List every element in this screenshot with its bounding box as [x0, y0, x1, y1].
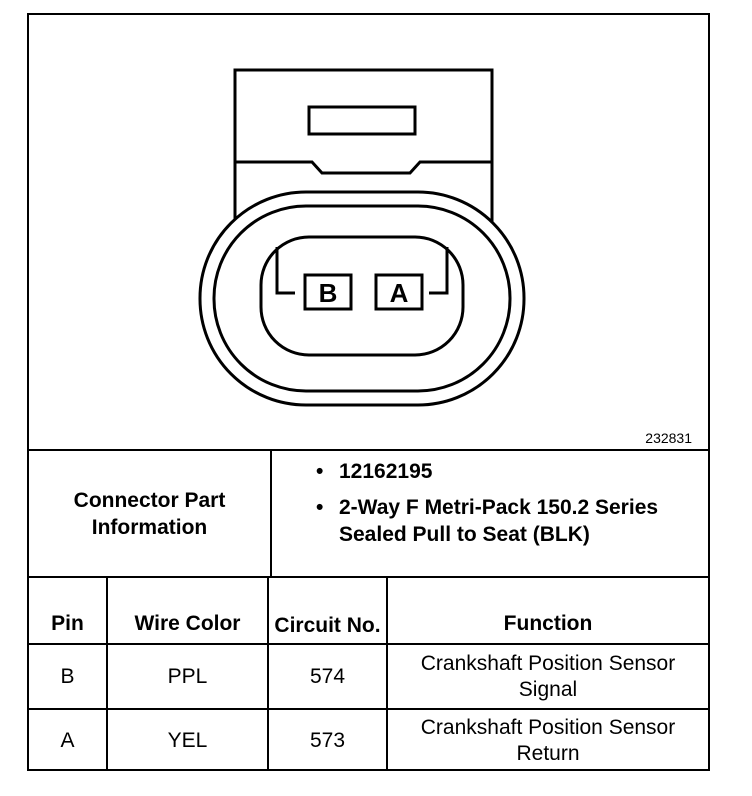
cavity-left-key [275, 247, 295, 295]
header-circuit-no: Circuit No. [274, 614, 381, 637]
header-wire-color: Wire Color [134, 612, 241, 635]
header-function: Function [503, 612, 593, 635]
connector-housing-outline [233, 68, 494, 250]
figure-number: 232831 [645, 430, 692, 446]
row-a-function: Crankshaft Position Sensor Return [420, 715, 676, 765]
wire-column-divider [267, 576, 269, 771]
info-row-bottom-border [29, 576, 708, 578]
connector-description: 2-Way F Metri-Pack 150.2 Series Sealed P… [314, 494, 704, 548]
connector-part-info-list: 12162195 2-Way F Metri-Pack 150.2 Series… [314, 458, 704, 557]
locking-tab [307, 105, 417, 136]
header-row-bottom-border [29, 643, 708, 645]
row-a-circuit-no: 573 [309, 728, 346, 752]
housing-step-line [235, 160, 492, 175]
connector-face-drawing: B A [198, 68, 526, 407]
cavity-right-key [429, 247, 449, 295]
pin-a-label: A [390, 278, 409, 308]
connector-cavity [259, 235, 465, 357]
circuit-column-divider [386, 576, 388, 771]
pin-b-label: B [319, 278, 338, 308]
pin-b-box [303, 273, 353, 311]
row-b-wire-color: PPL [167, 664, 208, 688]
row-a-pin: A [60, 728, 75, 752]
table-top-border [29, 449, 708, 451]
info-divider [270, 449, 272, 578]
row-b-pin: B [60, 664, 75, 688]
row-b-function: Crankshaft Position Sensor Signal [420, 651, 676, 701]
connector-part-info-label: Connector Part Information [73, 488, 226, 539]
pin-column-divider [106, 576, 108, 771]
pin-a-box [374, 273, 424, 311]
connector-diagram-frame: B A 232831 Connector Part Information 12… [27, 13, 710, 771]
header-pin: Pin [51, 612, 84, 635]
part-number: 12162195 [314, 458, 704, 485]
row-a-wire-color: YEL [167, 728, 208, 752]
row-b-circuit-no: 574 [309, 664, 346, 688]
row-b-bottom-border [29, 708, 708, 710]
